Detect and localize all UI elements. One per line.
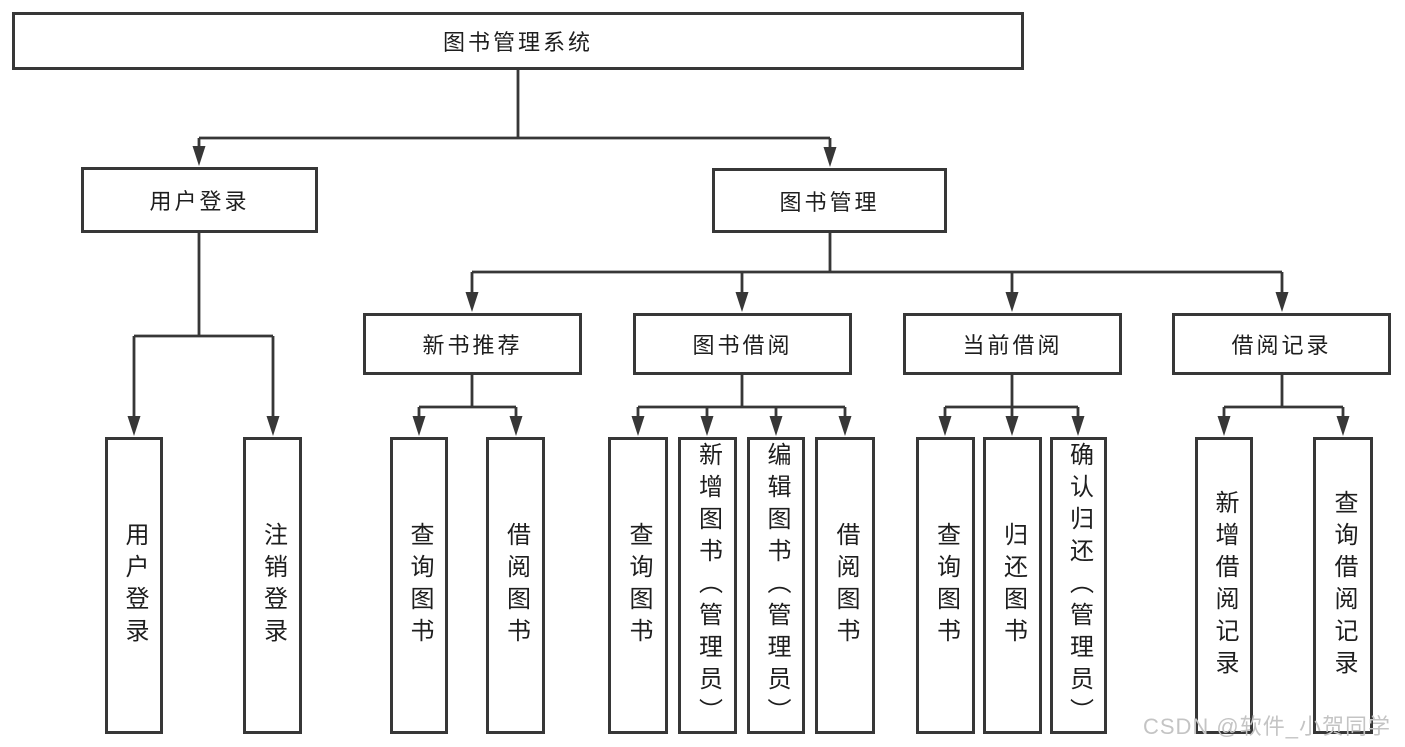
leaf-add-borrow-record: 新增借阅记录 — [1195, 437, 1253, 734]
node-user-login: 用户登录 — [81, 167, 318, 233]
node-current-borrow: 当前借阅 — [903, 313, 1122, 375]
node-new-book-rec: 新书推荐 — [363, 313, 582, 375]
node-book-mgmt: 图书管理 — [712, 168, 947, 233]
node-borrow-record: 借阅记录 — [1172, 313, 1391, 375]
watermark-text: CSDN @软件_小贺同学 — [1142, 714, 1391, 739]
leaf-logout: 注销登录 — [243, 437, 302, 734]
leaf-edit-book-admin: 编辑图书（管理员） — [747, 437, 805, 734]
leaf-borrow-book-borrow: 借阅图书 — [815, 437, 875, 734]
leaf-borrow-book-rec: 借阅图书 — [486, 437, 545, 734]
leaf-query-book-cur: 查询图书 — [916, 437, 975, 734]
leaf-confirm-return-admin: 确认归还（管理员） — [1050, 437, 1107, 734]
leaf-query-borrow-record: 查询借阅记录 — [1313, 437, 1373, 734]
leaf-return-book: 归还图书 — [983, 437, 1042, 734]
leaf-add-book-admin: 新增图书（管理员） — [678, 437, 737, 734]
leaf-query-book-rec: 查询图书 — [390, 437, 448, 734]
node-book-borrow: 图书借阅 — [633, 313, 852, 375]
arrowheads — [127, 146, 1350, 436]
node-root: 图书管理系统 — [12, 12, 1024, 70]
leaf-user-login: 用户登录 — [105, 437, 163, 734]
leaf-query-book-borrow: 查询图书 — [608, 437, 668, 734]
